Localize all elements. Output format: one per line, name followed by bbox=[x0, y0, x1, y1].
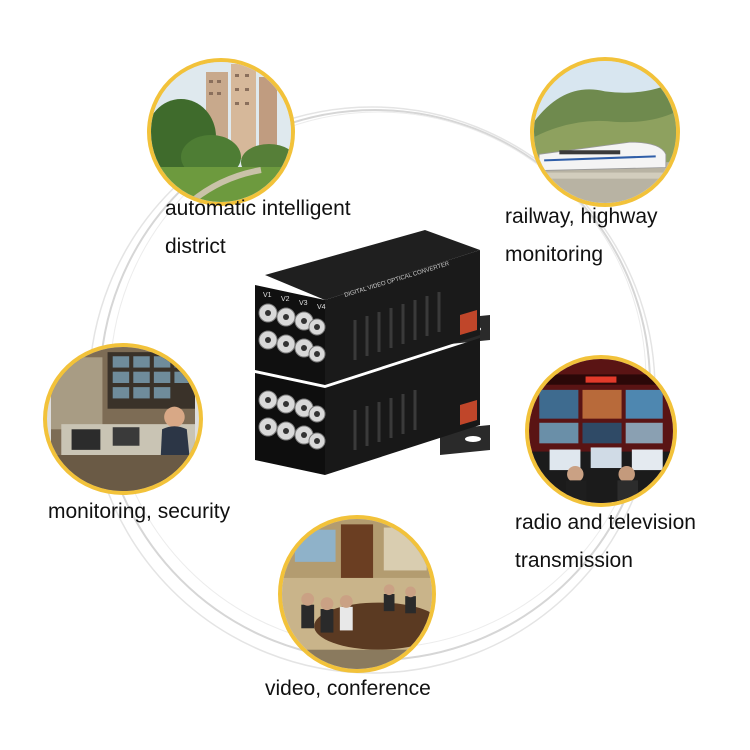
label-video-conference: video, conference bbox=[265, 677, 431, 700]
label-district: district bbox=[165, 235, 226, 258]
residential-buildings-photo bbox=[147, 58, 295, 206]
port-label-v3: V3 bbox=[299, 300, 308, 307]
label-automatic-intelligent: automatic intelligent bbox=[165, 197, 351, 220]
label-monitoring: monitoring bbox=[505, 243, 604, 266]
video-optical-converter-device: DIGITAL VIDEO OPTICAL CONVERTER V1 V2 V3… bbox=[255, 230, 490, 475]
label-monitoring-security: monitoring, security bbox=[48, 500, 231, 523]
port-label-v4: V4 bbox=[317, 304, 326, 311]
port-label-v1: V1 bbox=[263, 292, 272, 299]
high-speed-train-photo bbox=[530, 57, 680, 207]
label-transmission: transmission bbox=[515, 549, 633, 572]
conference-room-photo bbox=[278, 515, 436, 673]
port-label-v2: V2 bbox=[281, 296, 290, 303]
security-control-room-photo bbox=[43, 343, 203, 495]
broadcast-studio-photo bbox=[525, 355, 677, 507]
label-radio-and-television: radio and television bbox=[515, 511, 696, 534]
label-railway-highway: railway, highway bbox=[505, 205, 658, 228]
